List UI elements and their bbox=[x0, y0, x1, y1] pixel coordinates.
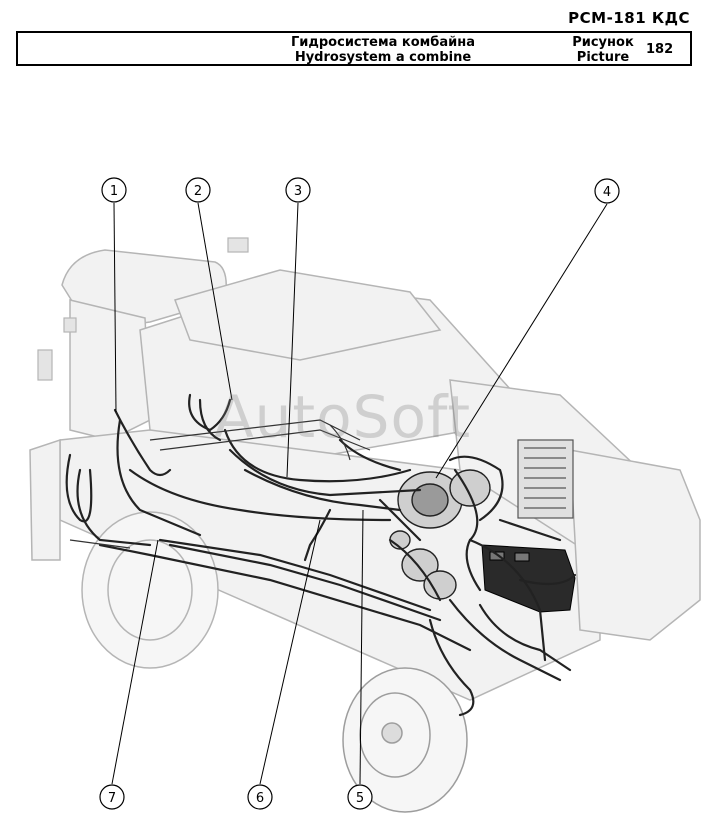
radiator bbox=[517, 439, 574, 519]
figure-label-russian: Рисунок bbox=[572, 35, 634, 50]
callout-leaders bbox=[111, 202, 608, 785]
front-wheel bbox=[81, 511, 219, 669]
rear-wheel bbox=[342, 667, 468, 813]
figure-label-english: Picture bbox=[576, 50, 630, 65]
callout-6: 6 bbox=[256, 791, 264, 806]
callout-circle-4 bbox=[594, 178, 620, 204]
callout-7: 7 bbox=[108, 791, 116, 806]
callout-3: 3 bbox=[294, 184, 302, 199]
hydraulic-pipes bbox=[69, 419, 371, 549]
title-russian: Гидросистема комбайна bbox=[290, 35, 476, 50]
callout-circle-1 bbox=[101, 177, 127, 203]
callout-4: 4 bbox=[603, 185, 611, 200]
mirrors bbox=[37, 237, 249, 381]
figure-number: 182 bbox=[646, 42, 674, 57]
hydraulic-hoses bbox=[65, 393, 577, 717]
callout-circle-5 bbox=[347, 784, 373, 810]
callout-circle-6 bbox=[247, 784, 273, 810]
callout-circles bbox=[99, 177, 620, 810]
model-code: РСМ-181 КДС bbox=[568, 9, 690, 27]
title-block: Гидросистема комбайна Hydrosystem a comb… bbox=[16, 31, 692, 66]
callout-circle-7 bbox=[99, 784, 125, 810]
callout-circle-3 bbox=[285, 177, 311, 203]
callout-2: 2 bbox=[194, 184, 202, 199]
title-english: Hydrosystem a combine bbox=[294, 50, 472, 65]
watermark: AutoSoft bbox=[214, 383, 472, 451]
callout-1: 1 bbox=[110, 184, 118, 199]
callout-circle-2 bbox=[185, 177, 211, 203]
callout-5: 5 bbox=[356, 791, 364, 806]
